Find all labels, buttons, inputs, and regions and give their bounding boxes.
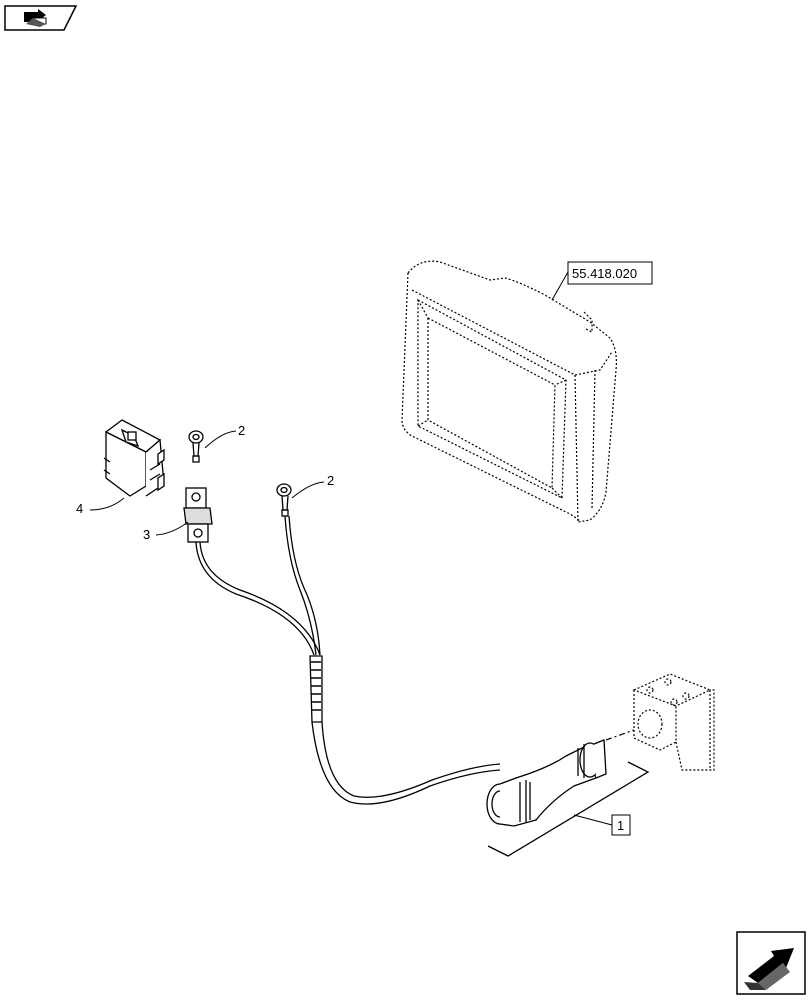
display-monitor: [401, 260, 617, 523]
wiring-harness: [195, 515, 501, 805]
reference-number: 55.418.020: [572, 266, 637, 281]
callout-2-right[interactable]: 2: [291, 473, 334, 499]
callout-label: 2: [327, 473, 334, 488]
callout-label: 1: [617, 818, 624, 833]
part-1-bracket: [487, 761, 650, 857]
relay-block: [103, 419, 165, 497]
prev-page-button[interactable]: [4, 5, 78, 31]
ring-terminal-left: [188, 430, 204, 463]
callout-1[interactable]: 1: [573, 814, 631, 836]
callout-3[interactable]: 3: [143, 521, 189, 542]
callout-4[interactable]: 4: [76, 497, 125, 516]
arrow-right-icon: [744, 948, 794, 990]
next-page-button[interactable]: [736, 931, 806, 995]
callout-label: 4: [76, 501, 83, 516]
arrow-left-icon: [24, 9, 47, 27]
callout-2-left[interactable]: 2: [204, 423, 245, 449]
callout-label: 2: [238, 423, 245, 438]
display-reference-callout[interactable]: 55.418.020: [551, 261, 653, 301]
callout-label: 3: [143, 527, 150, 542]
ring-terminal-right: [276, 483, 292, 517]
harness-connector: [486, 739, 607, 827]
mounting-bracket: [605, 673, 715, 771]
fuse-holder: [183, 487, 213, 543]
